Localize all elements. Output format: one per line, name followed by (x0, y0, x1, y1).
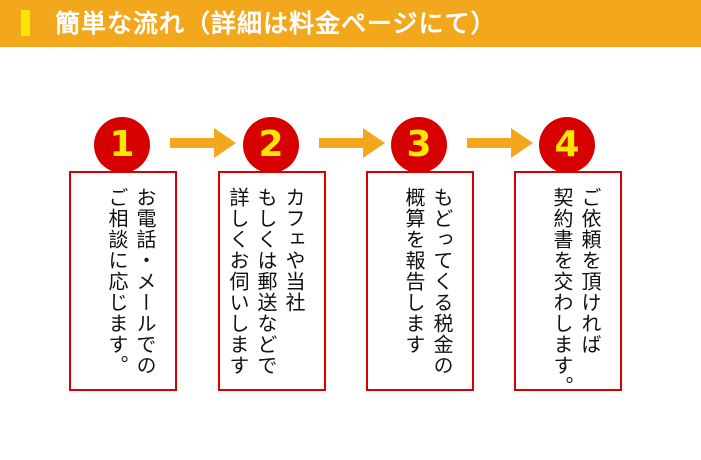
step-4-text: ご依頼を頂ければ 契約書を交わします。 (550, 187, 602, 397)
arrow-right-icon (467, 128, 533, 158)
step-1-box: お電話・メールでの ご相談に応じます。 (69, 171, 177, 391)
step-2-box: カフェや当社 もしくは郵送などで 詳しくお伺いします (218, 171, 326, 391)
step-4-number-badge: 4 (539, 117, 595, 173)
step-2-text: カフェや当社 もしくは郵送などで 詳しくお伺いします (226, 187, 306, 376)
step-1-text: お電話・メールでの ご相談に応じます。 (105, 187, 157, 376)
step-3-number-badge: 3 (391, 117, 447, 173)
step-4-box: ご依頼を頂ければ 契約書を交わします。 (514, 171, 622, 397)
arrow-right-icon (170, 128, 236, 158)
step-3-text: もどってくる税金の 概算を報告します (402, 187, 454, 376)
accent-bar (21, 10, 30, 36)
step-3-box: もどってくる税金の 概算を報告します (366, 171, 474, 391)
page-title: 簡単な流れ（詳細は料金ページにて） (55, 9, 497, 38)
step-2-number-badge: 2 (243, 117, 299, 173)
step-1-number-badge: 1 (94, 117, 150, 173)
header-banner: 簡単な流れ（詳細は料金ページにて） (0, 0, 701, 47)
arrow-right-icon (319, 128, 385, 158)
